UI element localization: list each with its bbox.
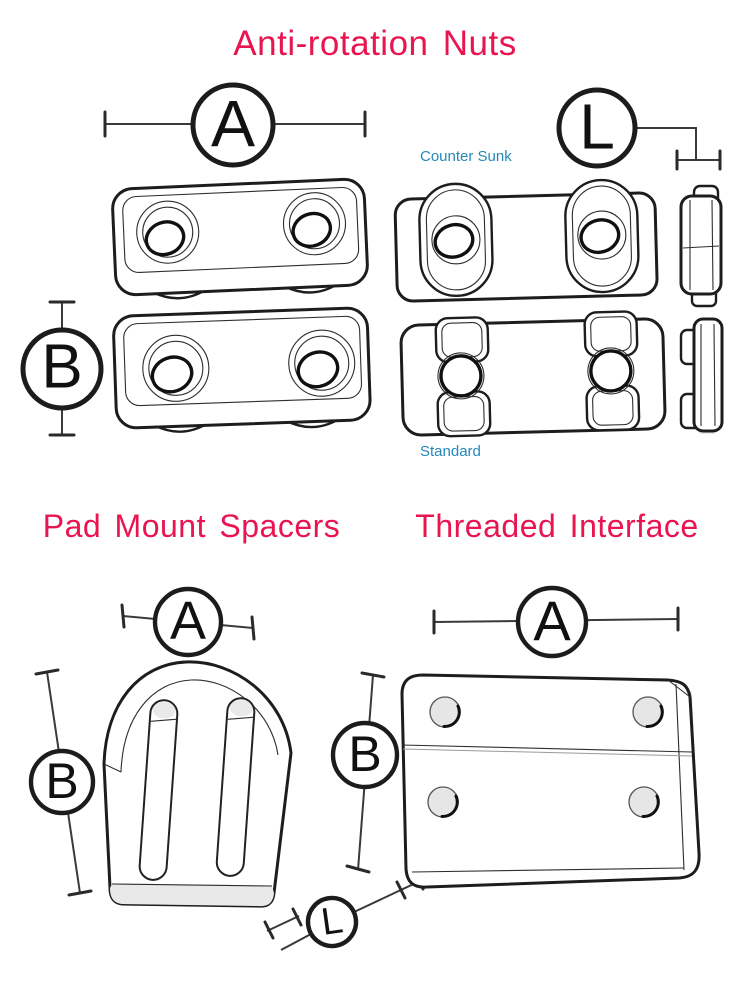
page-title-anti-rotation-nuts: Anti-rotation Nuts bbox=[233, 24, 517, 63]
dim-b-spacer-marker bbox=[28, 668, 96, 897]
pad-mount-spacer-drawing bbox=[102, 660, 293, 908]
section-title-pad-mount-spacers: Pad Mount Spacers bbox=[42, 508, 341, 544]
nut-perspective-top-drawing bbox=[111, 177, 369, 300]
standard-label: Standard bbox=[420, 443, 481, 460]
counter-sunk-label: Counter Sunk bbox=[420, 148, 512, 165]
dim-letter-a-threaded: A bbox=[533, 588, 571, 652]
dim-b-left-marker bbox=[20, 300, 104, 437]
threaded-interface-drawing bbox=[400, 673, 701, 889]
standard-nut-side-view bbox=[679, 317, 724, 434]
dim-letter-a-top: A bbox=[210, 86, 256, 161]
dim-letter-a-spacer: A bbox=[169, 590, 207, 651]
dim-letter-b-threaded: B bbox=[348, 726, 382, 782]
countersunk-nut-top-view bbox=[393, 178, 659, 303]
dim-a-spacer-marker bbox=[120, 586, 256, 658]
dim-letter-b-left: B bbox=[41, 332, 83, 402]
dim-a-top-marker bbox=[103, 82, 367, 168]
countersunk-nut-side-view bbox=[679, 184, 723, 308]
dim-letter-b-spacer: B bbox=[45, 753, 79, 809]
dim-letter-l-top: L bbox=[579, 90, 615, 163]
standard-nut-top-view bbox=[399, 310, 667, 438]
section-title-threaded-interface: Threaded Interface bbox=[415, 508, 699, 544]
dim-l-top-marker bbox=[556, 87, 722, 171]
dim-a-threaded-marker bbox=[432, 585, 680, 659]
dim-b-threaded-marker bbox=[330, 671, 400, 874]
nut-perspective-bottom-drawing bbox=[112, 306, 372, 433]
